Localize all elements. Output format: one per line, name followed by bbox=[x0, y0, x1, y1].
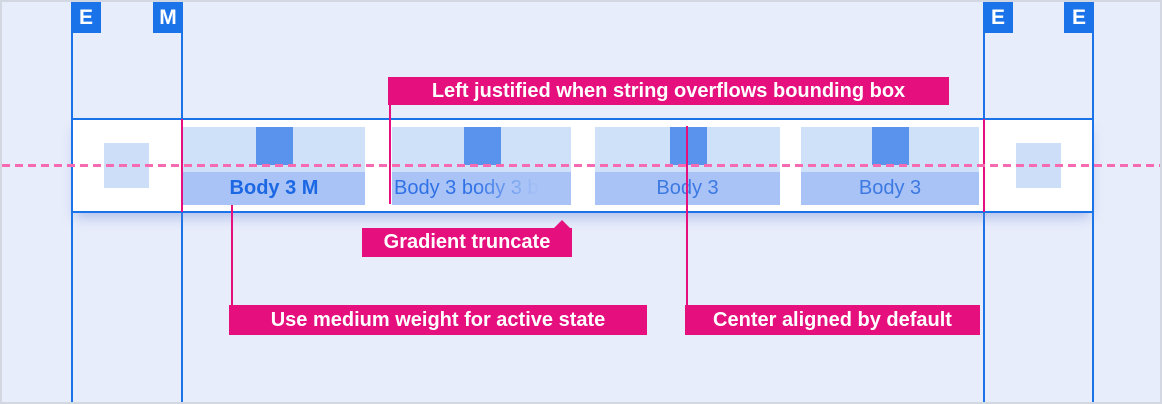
center-marker-square bbox=[256, 127, 293, 165]
callout-gradient-truncate: Gradient truncate bbox=[362, 220, 572, 257]
annotation-connector-line bbox=[686, 126, 688, 305]
center-marker-square bbox=[872, 127, 909, 165]
gradient-truncated-text: Body 3 body 3 b bbox=[394, 177, 539, 199]
annotation-connector-line bbox=[231, 205, 233, 305]
callout-text: Gradient truncate bbox=[383, 231, 551, 253]
callout-left-justified: Left justified when string overflows bou… bbox=[388, 77, 949, 105]
spacing-marker-e: E bbox=[1064, 2, 1094, 33]
pointer-up-icon bbox=[554, 220, 570, 228]
tab-label-truncated: Body 3 body 3 b bbox=[392, 172, 571, 205]
callout-center-aligned: Center aligned by default bbox=[685, 305, 980, 335]
tab-label-active: Body 3 M bbox=[183, 172, 365, 205]
center-marker-square bbox=[463, 127, 501, 165]
center-marker-square bbox=[669, 127, 707, 165]
spacing-marker-e: E bbox=[983, 2, 1013, 33]
annotation-connector-line bbox=[389, 105, 391, 204]
callout-medium-weight: Use medium weight for active state bbox=[229, 305, 647, 335]
spacing-marker-e: E bbox=[71, 2, 101, 33]
baseline-dashed-line bbox=[2, 164, 1160, 167]
spacing-marker-m: M bbox=[153, 2, 183, 33]
tab-label: Body 3 bbox=[801, 172, 979, 205]
